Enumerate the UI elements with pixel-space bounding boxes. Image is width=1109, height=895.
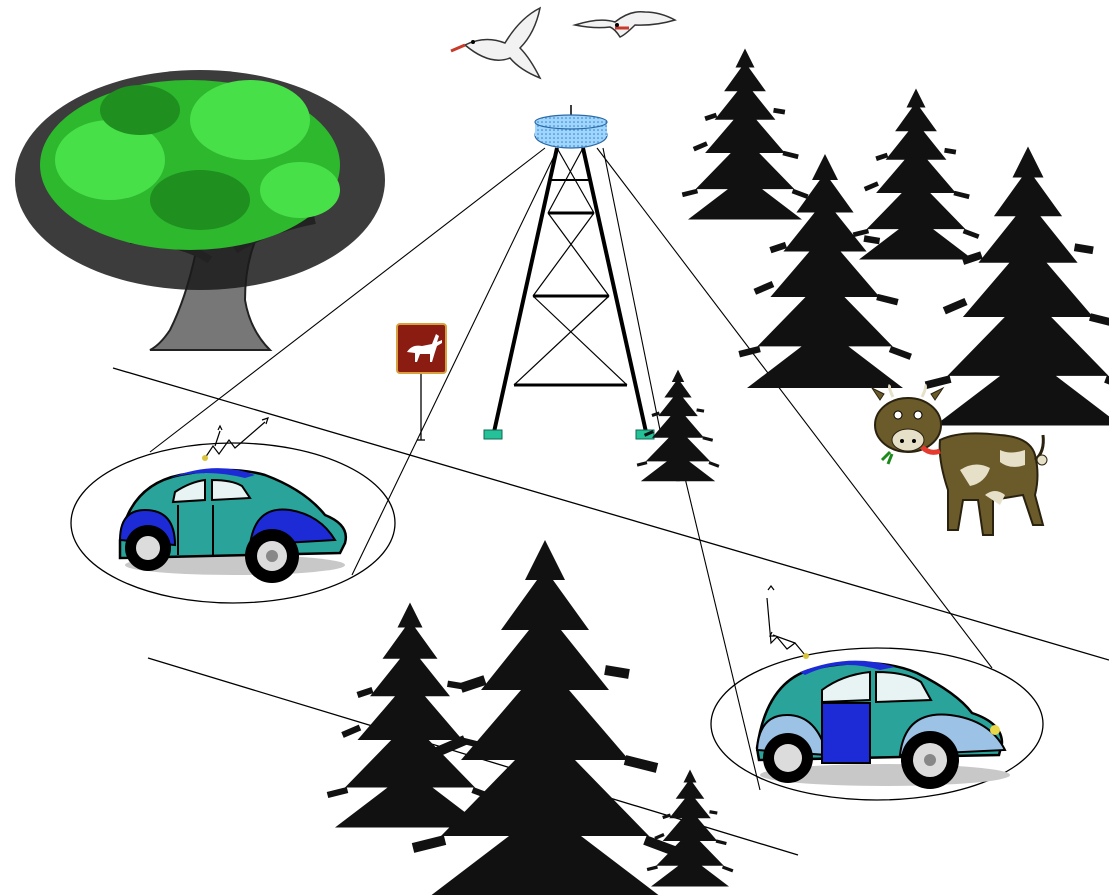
- signal-arrow-icon: [766, 585, 806, 656]
- storks-icon: [450, 6, 677, 80]
- tower-icon: [483, 105, 655, 440]
- deer-crossing-sign-icon: [396, 323, 447, 441]
- cow-icon: [870, 383, 1048, 536]
- link-tower-to-left-car-2: [351, 147, 559, 576]
- right-car-coverage-ellipse: [710, 647, 1044, 801]
- pine-tree-icon: [328, 603, 493, 828]
- pine-tree-icon: [926, 147, 1109, 426]
- oak-tree-icon: [15, 70, 385, 351]
- link-to-right-car-2: [684, 477, 761, 791]
- car-icon: [118, 468, 348, 583]
- pine-tree-icon: [682, 48, 807, 219]
- link-tower-to-left-car: [149, 147, 546, 453]
- signal-arrow-icon: [204, 417, 269, 459]
- pine-tree-icon: [645, 767, 735, 889]
- pine-tree-icon: [853, 88, 978, 259]
- radio-links: [149, 147, 993, 791]
- link-tower-to-right-car: [596, 147, 993, 669]
- pine-tree-icon: [413, 540, 677, 895]
- right-car-group: [710, 585, 1044, 801]
- left-car-group: [70, 417, 396, 604]
- link-tower-to-pine: [602, 147, 661, 431]
- main-road-line: [112, 367, 1109, 661]
- car-icon: [755, 660, 1010, 789]
- pine-tree-icon: [635, 368, 721, 483]
- left-car-coverage-ellipse: [70, 442, 396, 604]
